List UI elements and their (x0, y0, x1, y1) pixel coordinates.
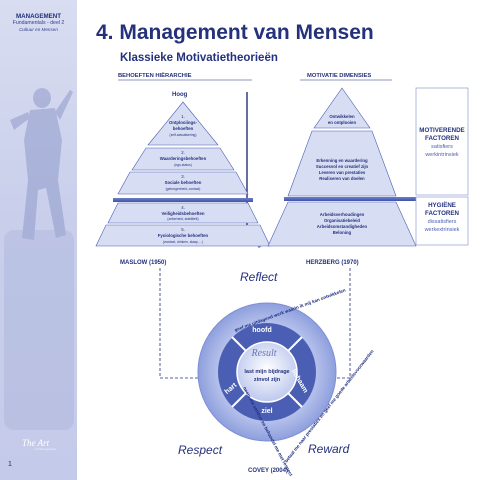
covey-result-label: Result (251, 348, 277, 359)
motivating-factors-satisfiers: satisfiers (431, 144, 453, 150)
covey-segment-soul: ziel (261, 408, 272, 415)
maslow-level-4 (107, 202, 259, 224)
motivating-factors-intrinsic: werkintrinsiek (424, 152, 459, 158)
maslow-level-5-label: Fysiologische behoeften (158, 233, 209, 238)
maslow-level-4-num: 4. (181, 205, 185, 210)
herzberg-top-line-1: Ontwikkelen (329, 114, 355, 119)
herzberg-mid-line-3: Leveren van prestaties (319, 170, 366, 175)
herzberg-caption: HERZBERG (1970) (306, 260, 359, 266)
maslow-caption: MASLOW (1950) (120, 260, 166, 266)
herzberg-pyramid (267, 87, 422, 247)
maslow-level-2-label: Waarderingsbehoeften (160, 156, 207, 161)
hygiene-factors-box (415, 196, 469, 246)
maslow-level-1-label: Ontplooiings- (169, 120, 197, 125)
maslow-level-5-num: 5. (181, 227, 185, 232)
sidebar-subtitle: Fundamentals - deel 2 (12, 20, 65, 26)
herzberg-bottom-tier (267, 201, 417, 247)
maslow-level-1 (147, 101, 219, 146)
maslow-level-3 (117, 171, 249, 195)
sidebar-topic: Cultuur en Mensen (19, 27, 58, 32)
motivation-theories-diagram: BEHOEFTEN HIËRARCHIE Hoog Laag 1. Ontplo… (95, 72, 469, 477)
maslow-heading: BEHOEFTEN HIËRARCHIE (118, 72, 192, 79)
hygiene-factors-dissatisfiers: dissatisfiers (428, 219, 457, 225)
maslow-level-3-num: 3. (181, 174, 185, 179)
art-of-management-logo: The Art of Management (22, 438, 57, 451)
herzberg-mid-tier (287, 130, 397, 197)
maslow-level-3-label: Sociale behoeften (165, 180, 202, 185)
maslow-level-4-label: Veiligheidsbehoeften (162, 211, 205, 216)
maslow-level-4-note: (zekerheid, stabiliteit) (167, 217, 198, 221)
maslow-level-2 (131, 147, 235, 171)
sidebar-header: MANAGEMENT Fundamentals - deel 2 Cultuur… (0, 13, 77, 33)
maslow-level-1-note: (zelf-actualisering) (170, 133, 197, 137)
covey-reflect-label: Reflect (240, 270, 278, 284)
covey-caption: COVEY (2004) (248, 468, 288, 474)
climber-silhouette-image (4, 88, 74, 430)
maslow-separator (113, 198, 253, 202)
herzberg-to-covey-arrow (329, 268, 351, 381)
motivating-factors-title: MOTIVERENDE (419, 127, 464, 134)
hygiene-factors-title-2: FACTOREN (425, 210, 459, 217)
covey-inner-line-2: zinvol zijn (254, 377, 281, 383)
maslow-level-1-label-2: behoeften (173, 126, 194, 131)
maslow-level-1-num: 1. (181, 114, 185, 119)
sidebar: MANAGEMENT Fundamentals - deel 2 Cultuur… (0, 0, 77, 480)
herzberg-bottom-line-3: Arbeidsomstandigheden (317, 224, 368, 229)
maslow-level-2-note: (ego-status) (174, 163, 192, 167)
covey-inner-line-1: last mijn bijdrage (244, 369, 289, 375)
maslow-level-3-note: (geborgenheid, contact) (166, 187, 201, 191)
herzberg-heading: MOTIVATIE DIMENSIES (307, 73, 371, 79)
herzberg-mid-line-4: Realiseren van doelen (319, 176, 365, 181)
motivating-factors-box (415, 87, 469, 196)
herzberg-separator (284, 197, 422, 201)
herzberg-bottom-line-4: Beloning (333, 230, 352, 235)
covey-reward-label: Reward (308, 442, 350, 456)
herzberg-bottom-line-1: Arbeidsverhoudingen (320, 212, 365, 217)
sidebar-title: MANAGEMENT (15, 13, 62, 20)
page-title: 4. Management van Mensen (96, 21, 374, 44)
maslow-top-label: Hoog (172, 92, 188, 98)
herzberg-top-tier (313, 87, 371, 129)
hygiene-factors-extrinsic: werkextrinsiek (424, 227, 460, 233)
herzberg-mid-line-2: Succesvol en creatief zijn (316, 164, 369, 169)
maslow-to-covey-arrow (159, 268, 203, 381)
maslow-level-2-num: 2. (181, 150, 185, 155)
covey-segment-head: hoofd (252, 327, 271, 334)
herzberg-top-line-2: en ontplooien (328, 120, 357, 125)
herzberg-bottom-line-2: Organisatiebeleid (324, 218, 360, 223)
maslow-pyramid (95, 101, 271, 247)
motivating-factors-title-2: FACTOREN (425, 135, 459, 142)
covey-respect-label: Respect (178, 443, 223, 457)
hygiene-factors-title: HYGIËNE (428, 202, 456, 209)
covey-inner-circle (236, 341, 298, 403)
covey-circle (197, 302, 337, 442)
page-number: 1 (8, 461, 12, 468)
maslow-level-5-note: (voedsel, drinken, slaap, ...) (163, 240, 204, 244)
herzberg-mid-line-1: Erkenning en waardering (316, 158, 368, 163)
page-subtitle: Klassieke Motivatietheorieën (120, 52, 278, 64)
